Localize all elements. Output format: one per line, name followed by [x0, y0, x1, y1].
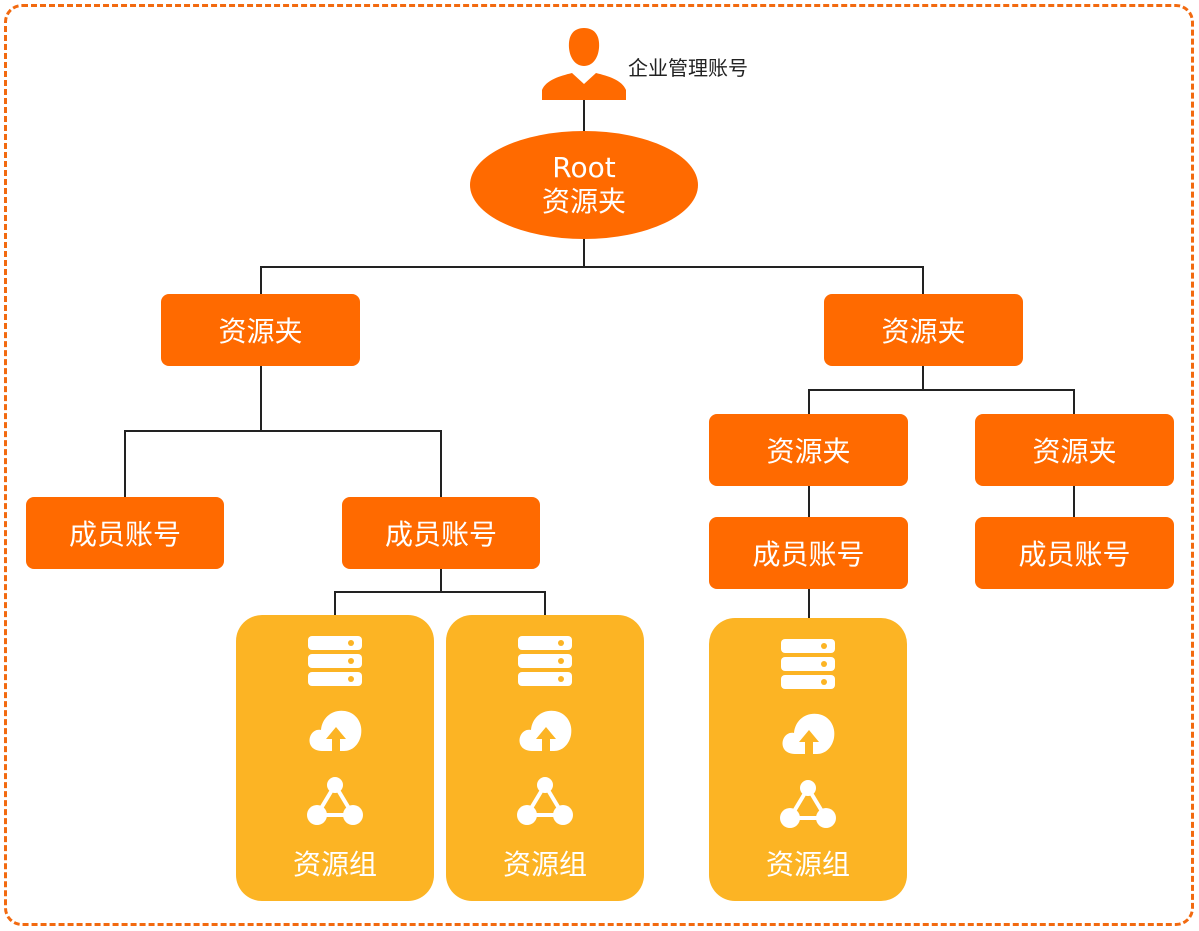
folder-right-child-b[interactable]: 资源夹 — [975, 414, 1174, 486]
member-left-b[interactable]: 成员账号 — [342, 497, 540, 569]
network-icon — [517, 777, 573, 825]
root-subtitle: 资源夹 — [541, 185, 626, 218]
connector-root-left — [260, 239, 585, 294]
connector-right-child-a — [808, 366, 924, 414]
cloud-upload-icon — [782, 713, 835, 754]
person-icon — [542, 28, 626, 100]
root-title: Root — [552, 151, 616, 184]
resource-group-label: 资源组 — [292, 848, 377, 881]
cloud-upload-icon — [309, 710, 362, 751]
network-icon — [780, 780, 836, 828]
resource-group-3[interactable]: 资源组 — [709, 618, 907, 901]
connector-member-rg1 — [334, 569, 442, 615]
connector-left-member-a — [124, 366, 262, 497]
member-right-a[interactable]: 成员账号 — [709, 517, 908, 589]
folder-right[interactable]: 资源夹 — [824, 294, 1023, 366]
folder-left[interactable]: 资源夹 — [161, 294, 360, 366]
connector-left-member-b — [261, 430, 442, 497]
folder-right-child-a[interactable]: 资源夹 — [709, 414, 908, 486]
resource-group-label: 资源组 — [765, 848, 850, 881]
admin-label: 企业管理账号 — [628, 56, 748, 80]
server-icon — [781, 639, 835, 689]
server-icon — [518, 636, 572, 686]
resource-group-label: 资源组 — [502, 848, 587, 881]
network-icon — [307, 777, 363, 825]
cloud-upload-icon — [519, 710, 572, 751]
member-left-a[interactable]: 成员账号 — [26, 497, 224, 569]
resource-group-1[interactable]: 资源组 — [236, 615, 434, 901]
resource-group-2[interactable]: 资源组 — [446, 615, 644, 901]
dashed-frame — [4, 4, 1194, 926]
member-right-b[interactable]: 成员账号 — [975, 517, 1174, 589]
server-icon — [308, 636, 362, 686]
connector-root-right — [584, 266, 924, 294]
connector-member-rg2 — [441, 591, 546, 615]
connector-right-child-b — [923, 389, 1075, 414]
root-folder[interactable]: Root 资源夹 — [470, 131, 698, 239]
